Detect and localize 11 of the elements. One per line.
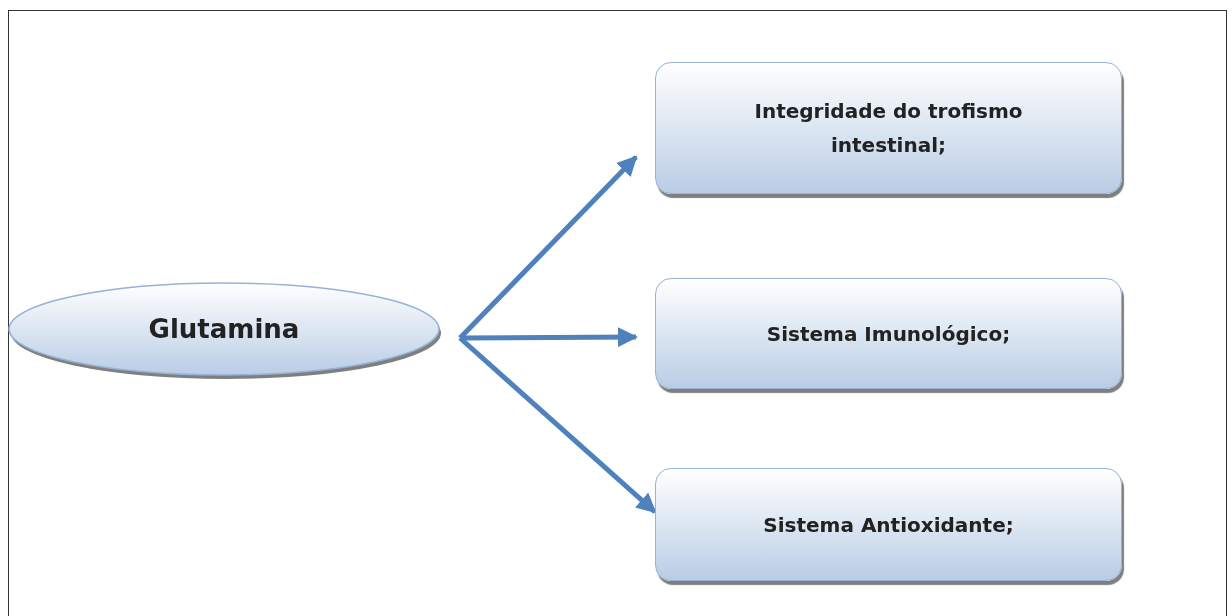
node-label: Sistema Antioxidante; [763,511,1014,539]
node-label: Integridade do trofismo intestinal; [753,98,1024,159]
ellipse-node [8,282,440,376]
process-box [655,62,1122,194]
arrow [458,336,657,514]
process-box [655,468,1122,581]
node-title: Glutamina [148,312,300,346]
arrow [458,155,638,340]
node-label: Sistema Imunológico; [766,320,1011,348]
arrow [460,327,638,348]
process-box [655,278,1122,389]
